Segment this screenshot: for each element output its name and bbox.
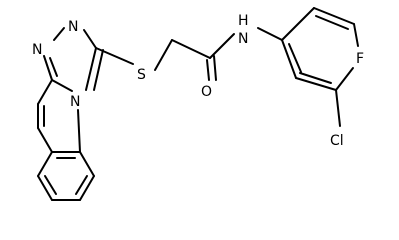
double-bond-inner — [49, 57, 58, 77]
bond — [257, 27, 283, 41]
atom-label-s: S — [137, 67, 146, 83]
atom-label-n: N — [238, 31, 248, 47]
bond — [43, 55, 53, 81]
bond — [206, 59, 210, 81]
bond — [95, 47, 134, 65]
bond — [53, 27, 65, 41]
bond — [335, 67, 354, 91]
double-bond-inner — [288, 43, 302, 73]
atom-label-n: N — [70, 94, 80, 110]
triazole-ring — [43, 27, 104, 91]
bond — [37, 175, 53, 201]
double-bond-inner — [315, 15, 349, 30]
bond — [213, 55, 217, 81]
molecule-canvas: N N N S O N H Cl F — [32, 7, 364, 201]
atom-label-cl: Cl — [330, 133, 344, 149]
bond — [79, 151, 95, 177]
bond — [281, 7, 315, 41]
pyridine-ring — [37, 79, 81, 153]
bond — [295, 77, 337, 91]
double-bond-inner — [75, 175, 88, 195]
atom-labels: N N N S O N H Cl F — [32, 13, 364, 149]
bond — [209, 33, 235, 59]
bond — [37, 151, 53, 177]
bond — [37, 79, 53, 105]
bond — [154, 39, 173, 71]
aryl-ring — [257, 7, 359, 127]
thioether-linker — [95, 39, 173, 71]
atom-label-n: N — [32, 42, 42, 58]
bond — [83, 29, 97, 49]
bond — [37, 127, 53, 153]
double-bond-inner — [44, 175, 57, 195]
bond — [51, 79, 73, 92]
bond — [79, 175, 95, 201]
bond — [313, 7, 355, 25]
double-bond-inner — [93, 49, 104, 91]
bond — [171, 39, 211, 59]
atom-label-f: F — [356, 51, 364, 67]
benzo-ring — [37, 151, 95, 201]
bond — [85, 47, 97, 91]
double-bond-inner — [299, 72, 332, 84]
atom-label-o: O — [201, 84, 212, 100]
bond — [281, 39, 297, 79]
amide-group — [171, 33, 235, 81]
atom-label-n: N — [68, 19, 78, 35]
bond — [77, 109, 81, 153]
molecule-structure: N N N S O N H Cl F — [32, 7, 364, 201]
bond — [335, 89, 341, 127]
bond — [353, 23, 359, 47]
atom-label-h: H — [238, 13, 249, 29]
